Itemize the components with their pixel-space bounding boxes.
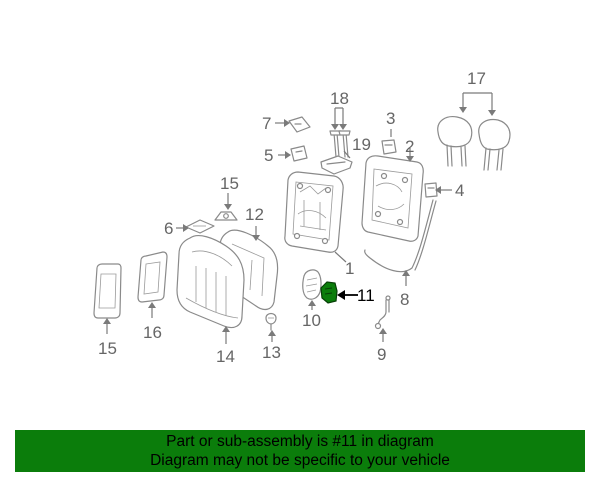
- callout-9[interactable]: 9: [377, 345, 386, 364]
- callout-10[interactable]: 10: [302, 311, 321, 330]
- callout-13-arrow: [268, 330, 276, 336]
- callout-1[interactable]: 1: [345, 259, 354, 278]
- cushion-front-part[interactable]: [176, 234, 245, 329]
- callout-15-lower-arrow: [103, 318, 111, 324]
- callout-11[interactable]: 11: [357, 286, 375, 305]
- callout-5[interactable]: 5: [264, 146, 273, 165]
- fastener-part[interactable]: [265, 312, 277, 331]
- callout-11-arrow: [337, 290, 345, 300]
- exploded-parts-diagram: 17 18 7 5: [93, 69, 511, 366]
- upper-bracket-part[interactable]: [214, 211, 238, 221]
- callout-19[interactable]: 19: [352, 135, 371, 154]
- callout-19-leader: [343, 150, 351, 159]
- callout-18[interactable]: 18: [330, 89, 349, 108]
- plate-part[interactable]: [185, 219, 215, 234]
- callout-15-upper-arrow: [224, 204, 232, 210]
- callout-5-arrow: [285, 151, 291, 159]
- cover-panel-part[interactable]: [93, 263, 122, 319]
- callout-15-lower[interactable]: 15: [98, 339, 117, 358]
- seat-back-panel-part[interactable]: [361, 155, 424, 242]
- callout-13[interactable]: 13: [262, 343, 281, 362]
- latch-part[interactable]: [424, 182, 438, 198]
- clip-part[interactable]: [288, 116, 311, 133]
- callout-8[interactable]: 8: [400, 290, 409, 309]
- highlight-notice-banner: Part or sub-assembly is #11 in diagram D…: [15, 430, 585, 472]
- rod-part[interactable]: [374, 295, 391, 330]
- callout-18-leader: [331, 107, 347, 130]
- callout-1-leader: [334, 251, 347, 263]
- side-panel-part[interactable]: [137, 251, 168, 303]
- callout-14-arrow: [222, 326, 230, 332]
- bolt-part[interactable]: [329, 130, 351, 158]
- callout-14[interactable]: 14: [216, 347, 235, 366]
- trim-cover-part[interactable]: [302, 269, 322, 300]
- hinge-part[interactable]: [320, 155, 353, 175]
- callout-6[interactable]: 6: [164, 219, 173, 238]
- bracket-part[interactable]: [290, 145, 308, 162]
- callout-2[interactable]: 2: [405, 137, 414, 156]
- callout-12[interactable]: 12: [245, 205, 264, 224]
- callout-3[interactable]: 3: [386, 109, 395, 128]
- callout-12-arrow: [252, 235, 260, 241]
- callout-8-arrow: [402, 270, 410, 276]
- cable-part[interactable]: [364, 199, 437, 273]
- callout-4-arrow: [435, 186, 441, 194]
- banner-line-2: Diagram may not be specific to your vehi…: [150, 452, 450, 469]
- callout-15-upper[interactable]: 15: [220, 174, 239, 193]
- callout-16-arrow: [148, 302, 156, 308]
- callout-7[interactable]: 7: [262, 114, 271, 133]
- highlighted-part-11[interactable]: [320, 281, 338, 304]
- callout-7-arrow: [284, 119, 290, 127]
- banner-line-1: Part or sub-assembly is #11 in diagram: [166, 433, 434, 450]
- callout-17[interactable]: 17: [467, 69, 486, 88]
- callout-2-arrow: [406, 156, 414, 162]
- callout-17-leader: [459, 92, 496, 116]
- callout-10-arrow: [308, 300, 316, 306]
- callout-6-arrow: [183, 224, 189, 232]
- guide-part[interactable]: [381, 139, 397, 155]
- seat-back-frame-part[interactable]: [284, 171, 344, 253]
- callout-9-arrow: [379, 328, 387, 334]
- headrest-part[interactable]: [437, 116, 511, 171]
- callout-16[interactable]: 16: [143, 323, 162, 342]
- callout-4[interactable]: 4: [455, 181, 464, 200]
